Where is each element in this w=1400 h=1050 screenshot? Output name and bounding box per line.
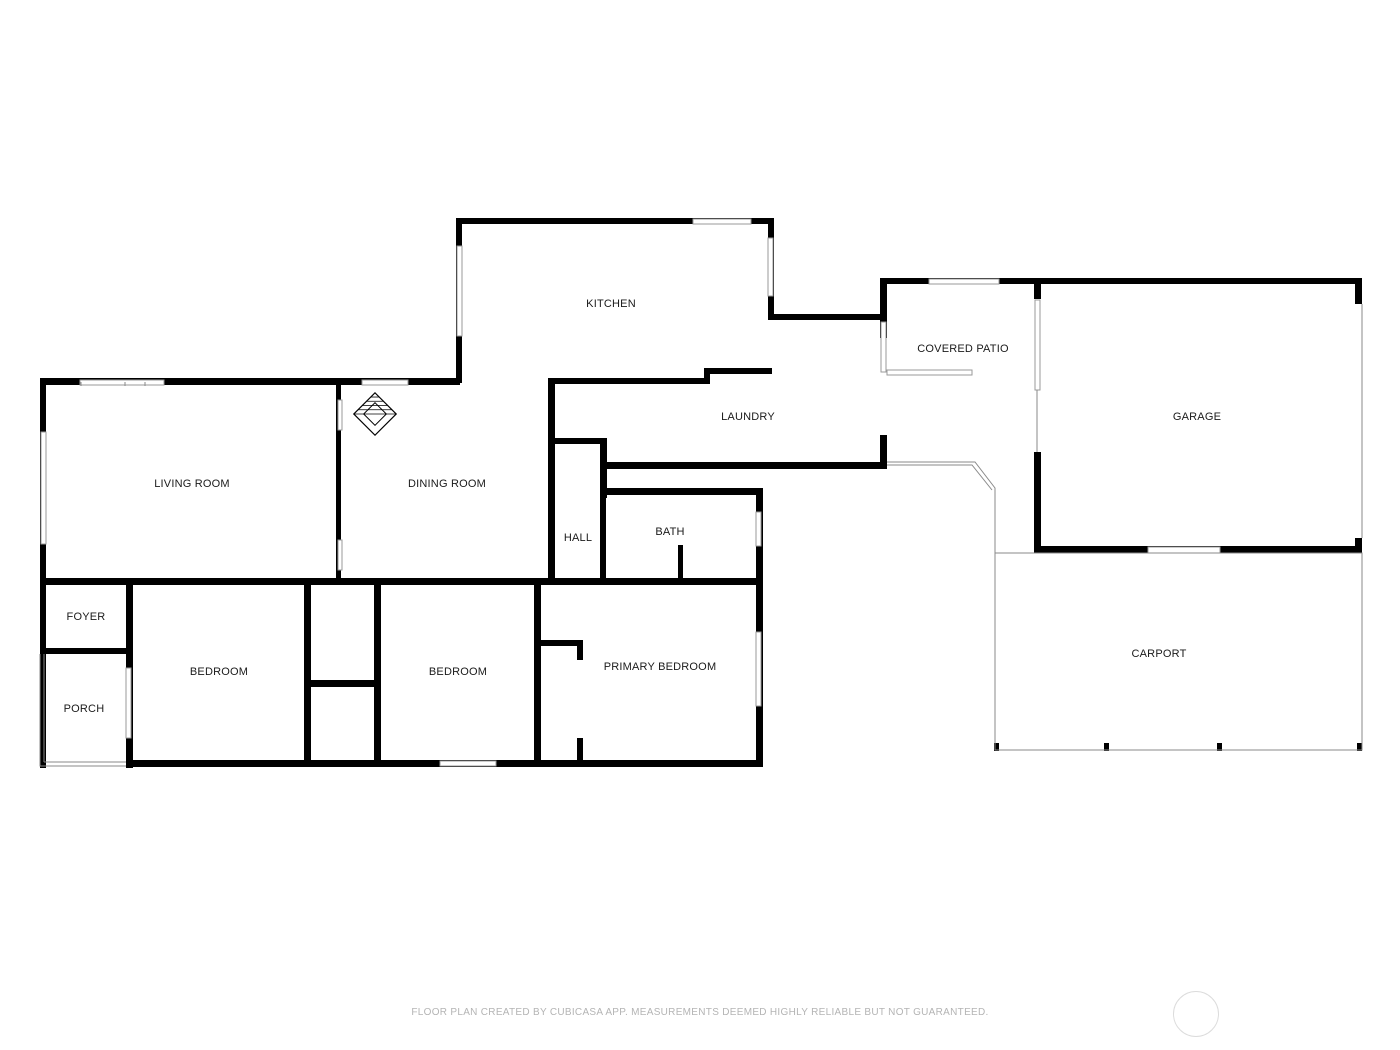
- room-label-kitchen: KITCHEN: [586, 298, 636, 310]
- room-label-covered-patio: COVERED PATIO: [917, 343, 1009, 355]
- room-label-foyer: FOYER: [67, 611, 106, 623]
- room-label-laundry: LAUNDRY: [721, 411, 775, 423]
- room-label-carport: CARPORT: [1132, 648, 1187, 660]
- room-label-dining-room: DINING ROOM: [408, 478, 486, 490]
- room-label-bedroom-1: BEDROOM: [190, 666, 248, 678]
- walls: [40, 218, 1362, 768]
- room-label-porch: PORCH: [64, 703, 105, 715]
- room-label-primary-bedroom: PRIMARY BEDROOM: [604, 661, 717, 673]
- fireplace-icon: [352, 391, 398, 437]
- room-label-living-room: LIVING ROOM: [154, 478, 230, 490]
- cubicasa-logo: [1173, 991, 1219, 1037]
- outlines: [39, 304, 1363, 767]
- room-label-garage: GARAGE: [1173, 411, 1221, 423]
- footer-disclaimer: FLOOR PLAN CREATED BY CUBICASA APP. MEAS…: [411, 1007, 989, 1018]
- room-label-hall: HALL: [564, 532, 592, 544]
- windows: [40, 218, 1221, 767]
- room-labels: KITCHEN COVERED PATIO LAUNDRY GARAGE LIV…: [64, 298, 1221, 715]
- room-label-bedroom-2: BEDROOM: [429, 666, 487, 678]
- room-label-bath: BATH: [655, 526, 684, 538]
